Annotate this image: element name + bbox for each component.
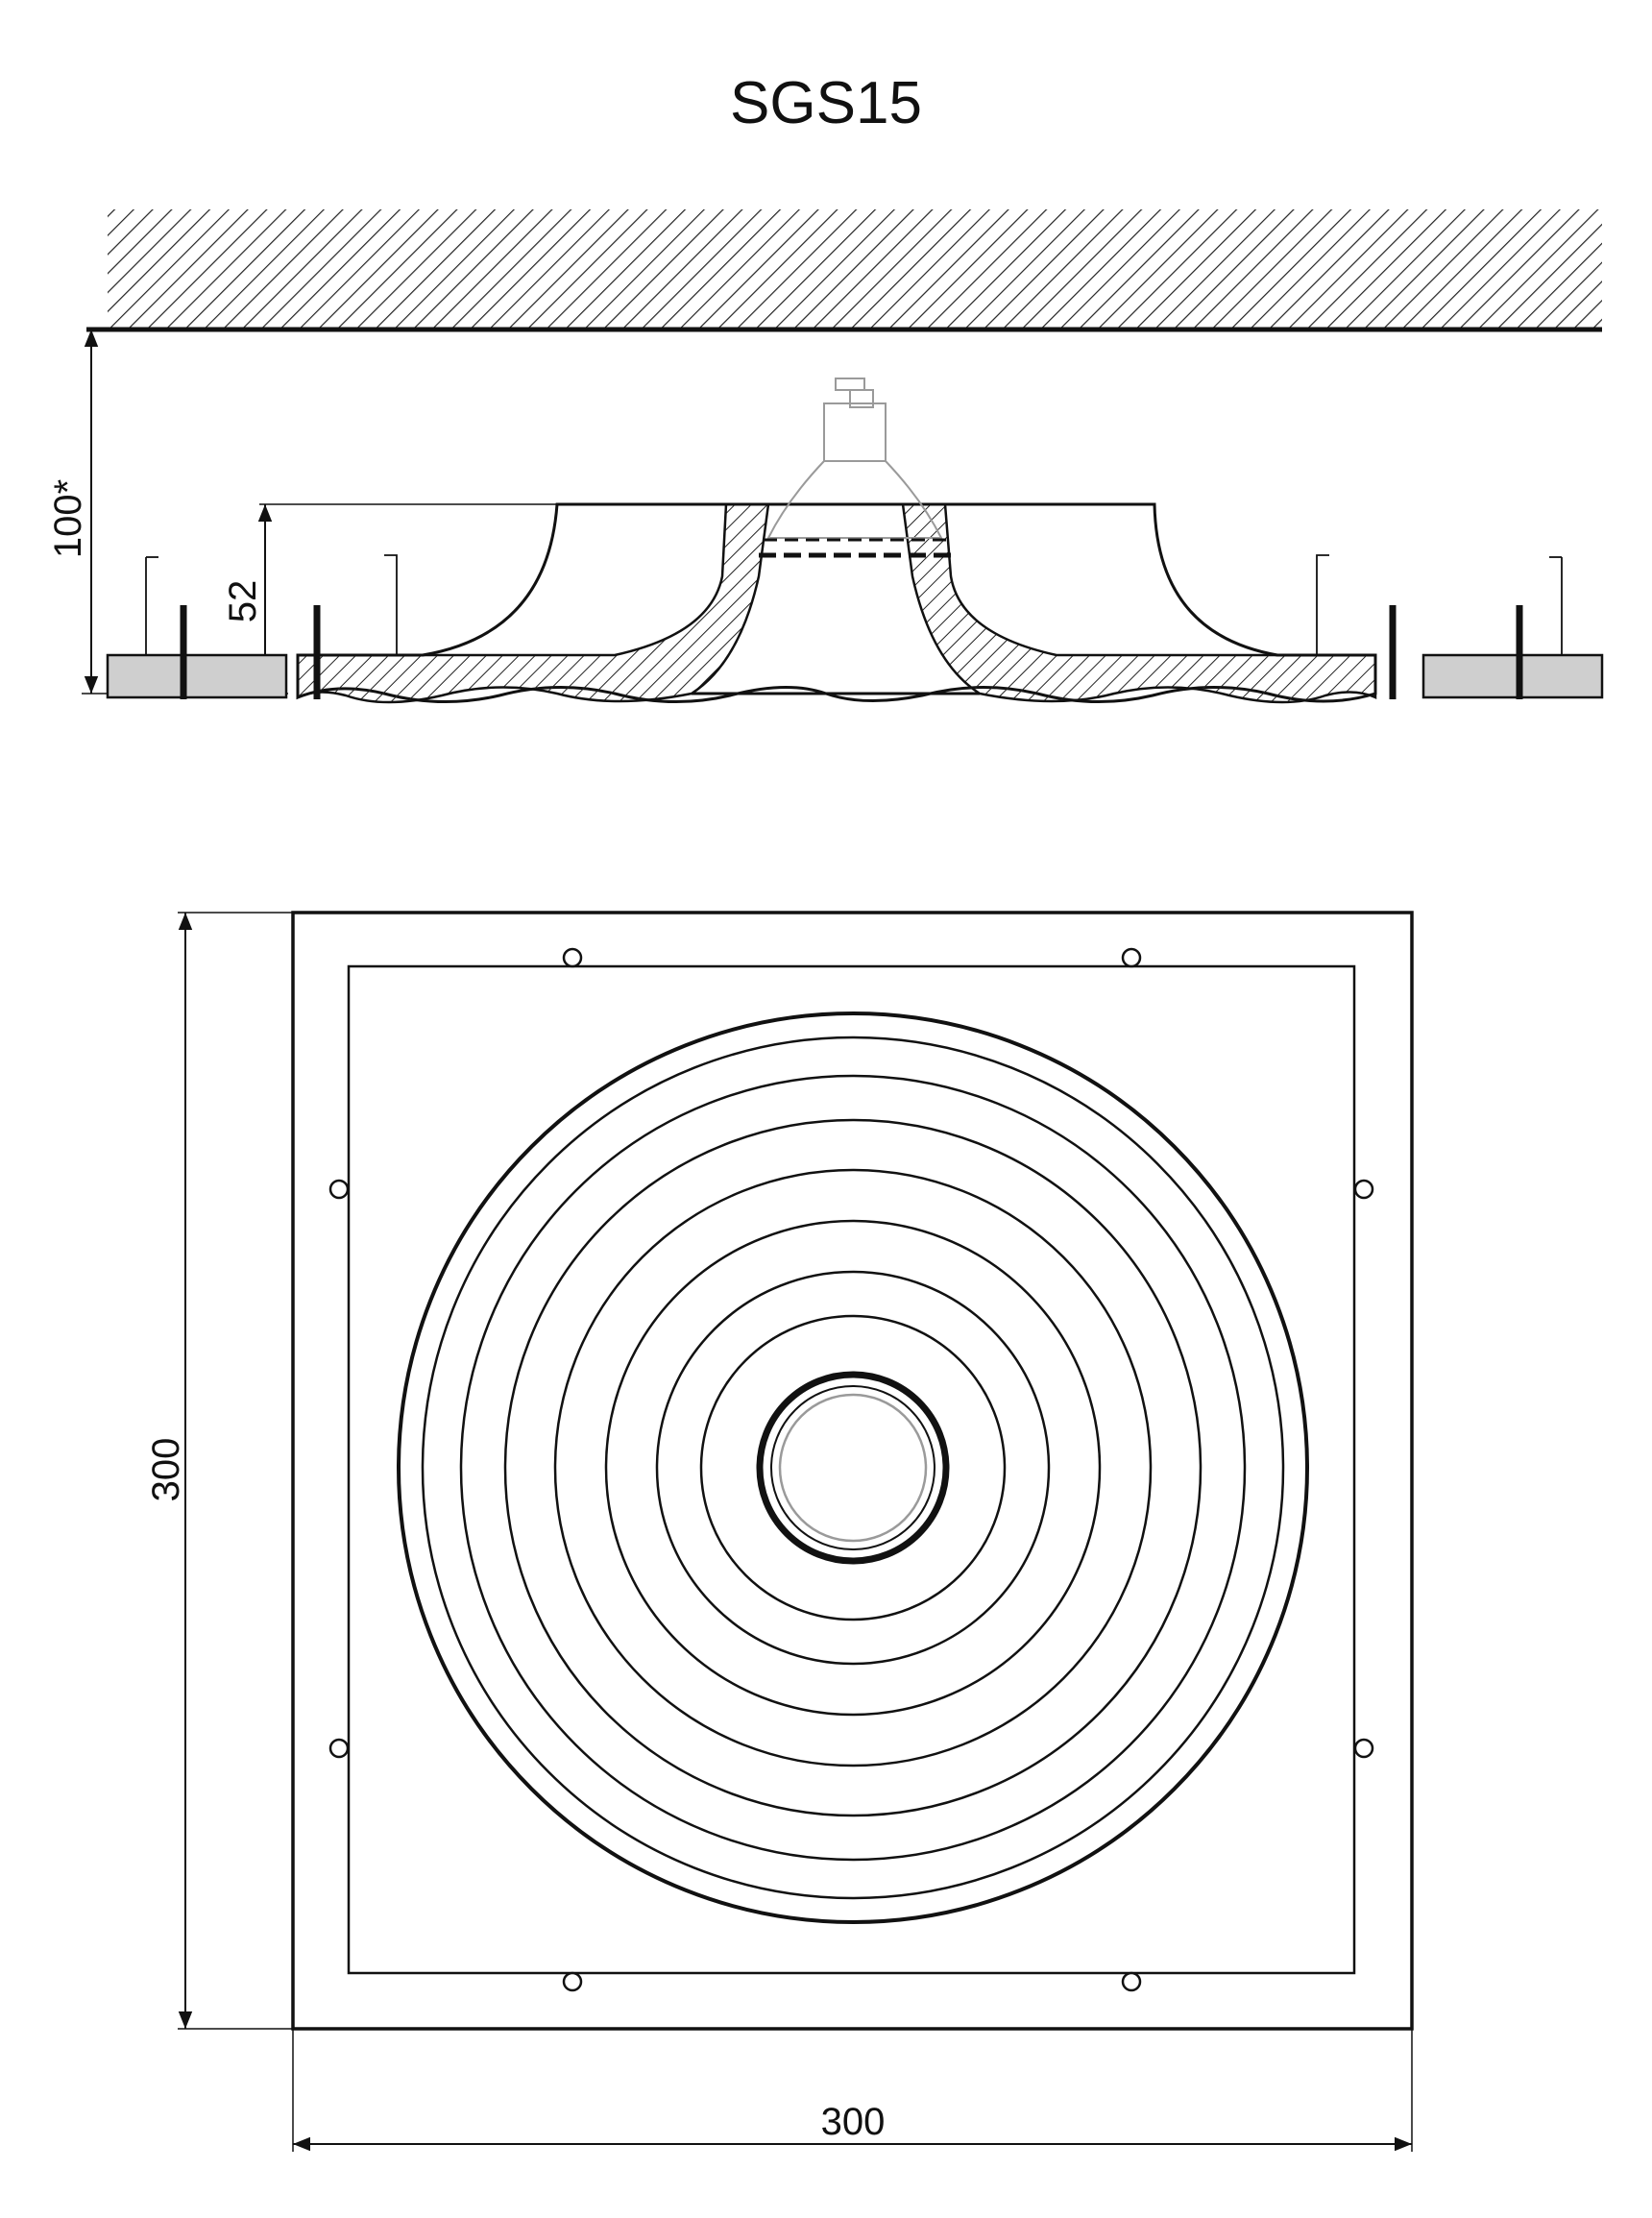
ceiling-panel-left — [106, 556, 288, 699]
dimension-label-100: 100* — [47, 479, 89, 558]
dimension-label-52: 52 — [222, 580, 264, 623]
drawing-title: SGS15 — [730, 70, 922, 136]
reflector-rings — [397, 1012, 1309, 1924]
dimension-52: 52 — [222, 503, 576, 694]
dimension-100: 100* — [47, 329, 288, 695]
mounting-holes — [328, 947, 1374, 1992]
fixture-section — [296, 502, 1397, 704]
dimension-300-vertical: 300 — [145, 912, 293, 2030]
lamp-gu10 — [759, 378, 951, 558]
inner-frame — [347, 964, 1356, 1975]
dimension-300-horizontal: 300 — [292, 2029, 1413, 2152]
dimension-label-300-horizontal: 300 — [821, 2101, 886, 2143]
plan-view: 300 300 — [145, 911, 1414, 2152]
lamp-opening — [756, 1371, 950, 1565]
outer-frame — [291, 911, 1414, 2031]
ceiling-slab — [86, 209, 1602, 332]
dimension-label-300-vertical: 300 — [145, 1438, 187, 1502]
section-view: 100* 52 — [47, 209, 1604, 704]
ceiling-panel-right — [1421, 556, 1604, 699]
